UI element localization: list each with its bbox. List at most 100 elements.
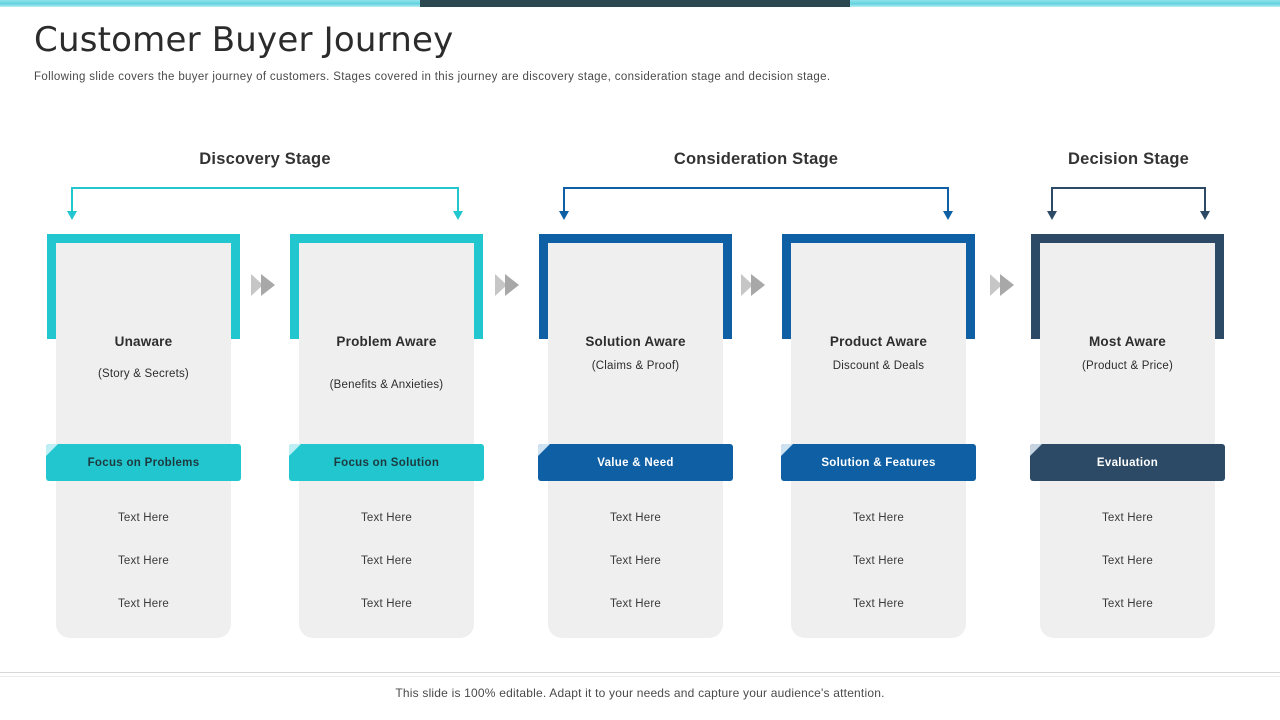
- slide-header: Customer Buyer Journey Following slide c…: [34, 18, 1234, 85]
- card-frame-right: [231, 234, 240, 339]
- bracket-leg-right: [457, 187, 459, 213]
- card-frame-top: [782, 234, 975, 243]
- card-subtitle: (Benefits & Anxieties): [329, 379, 444, 391]
- double-chevron-right-icon: [989, 270, 1021, 300]
- card-ribbon-label: Evaluation: [1096, 456, 1159, 469]
- card-heading: Problem Aware: [336, 334, 437, 349]
- card-frame-top: [539, 234, 732, 243]
- list-item: Text Here: [852, 598, 904, 610]
- list-item: Text Here: [852, 512, 904, 524]
- stage-title: Discovery Stage: [199, 150, 331, 168]
- card-ribbon-banner[interactable]: Focus on Problems: [46, 444, 241, 481]
- card-frame-top: [47, 234, 240, 243]
- list-item: Text Here: [609, 555, 661, 567]
- card-subtitle: (Claims & Proof): [591, 360, 680, 372]
- list-item: Text Here: [117, 512, 169, 524]
- journey-card[interactable]: Problem Aware (Benefits & Anxieties) Focus…: [289, 234, 484, 638]
- card-body: [791, 243, 966, 638]
- card-body: [299, 243, 474, 638]
- card-frame-right: [474, 234, 483, 339]
- card-ribbon-label: Solution & Features: [821, 456, 936, 469]
- footer-note: This slide is 100% editable. Adapt it to…: [395, 686, 885, 700]
- journey-card[interactable]: Solution Aware (Claims & Proof) Value & Ne…: [538, 234, 733, 638]
- card-frame-top: [1031, 234, 1224, 243]
- list-item: Text Here: [360, 598, 412, 610]
- card-subtitle: Discount & Deals: [832, 360, 925, 372]
- bracket-leg-left: [563, 187, 565, 213]
- card-frame-left: [47, 234, 56, 339]
- card-ribbon-label: Focus on Problems: [87, 456, 200, 469]
- list-item: Text Here: [1101, 512, 1153, 524]
- card-heading: Unaware: [114, 334, 173, 349]
- bracket-leg-left: [1051, 187, 1053, 213]
- ribbon-fold-icon: [781, 444, 793, 456]
- list-item: Text Here: [1101, 598, 1153, 610]
- list-item: Text Here: [117, 555, 169, 567]
- ribbon-fold-icon: [538, 444, 550, 456]
- list-item: Text Here: [117, 598, 169, 610]
- card-frame-left: [539, 234, 548, 339]
- card-frame-left: [290, 234, 299, 339]
- ribbon-fold-icon: [46, 444, 58, 456]
- stage-title: Consideration Stage: [673, 150, 839, 168]
- bracket-arrowhead-right-icon: [943, 211, 953, 220]
- bracket-arrowhead-right-icon: [1200, 211, 1210, 220]
- bracket-arrowhead-left-icon: [67, 211, 77, 220]
- stage-bracket: [559, 187, 953, 222]
- card-subtitle: (Story & Secrets): [98, 368, 189, 380]
- card-frame-left: [1031, 234, 1040, 339]
- page-title: Customer Buyer Journey: [34, 20, 454, 60]
- double-chevron-right-icon: [740, 270, 772, 300]
- footer-divider: [0, 672, 1280, 673]
- stage-bracket: [1047, 187, 1210, 222]
- double-chevron-right-icon: [250, 270, 282, 300]
- card-body: [548, 243, 723, 638]
- list-item: Text Here: [609, 512, 661, 524]
- bracket-arrowhead-left-icon: [559, 211, 569, 220]
- card-body: [1040, 243, 1215, 638]
- stage-title: Decision Stage: [1067, 150, 1190, 168]
- bracket-arrowhead-right-icon: [453, 211, 463, 220]
- bracket-rail: [71, 187, 459, 189]
- card-subtitle: (Product & Price): [1082, 360, 1173, 372]
- card-heading: Most Aware: [1088, 334, 1167, 349]
- bracket-leg-right: [947, 187, 949, 213]
- card-body: [56, 243, 231, 638]
- list-item: Text Here: [609, 598, 661, 610]
- card-frame-right: [1215, 234, 1224, 339]
- card-ribbon-banner[interactable]: Solution & Features: [781, 444, 976, 481]
- card-frame-left: [782, 234, 791, 339]
- card-ribbon-banner[interactable]: Focus on Solution: [289, 444, 484, 481]
- card-frame-top: [290, 234, 483, 243]
- double-chevron-right-icon: [494, 270, 526, 300]
- card-heading: Solution Aware: [585, 334, 686, 349]
- top-accent-strip-dark: [420, 0, 850, 7]
- card-ribbon-banner[interactable]: Evaluation: [1030, 444, 1225, 481]
- list-item: Text Here: [1101, 555, 1153, 567]
- list-item: Text Here: [360, 512, 412, 524]
- page-subtitle: Following slide covers the buyer journey…: [34, 71, 831, 83]
- footer-divider-secondary: [0, 676, 1280, 677]
- bracket-leg-right: [1204, 187, 1206, 213]
- card-frame-right: [966, 234, 975, 339]
- bracket-rail: [1051, 187, 1206, 189]
- journey-card[interactable]: Unaware (Story & Secrets) Focus on Problem…: [46, 234, 241, 638]
- bracket-arrowhead-left-icon: [1047, 211, 1057, 220]
- bracket-leg-left: [71, 187, 73, 213]
- card-ribbon-banner[interactable]: Value & Need: [538, 444, 733, 481]
- ribbon-fold-icon: [1030, 444, 1042, 456]
- card-heading: Product Aware: [829, 334, 928, 349]
- card-ribbon-label: Value & Need: [597, 456, 674, 469]
- stage-bracket: [67, 187, 463, 222]
- ribbon-fold-icon: [289, 444, 301, 456]
- card-ribbon-label: Focus on Solution: [333, 456, 440, 469]
- card-frame-right: [723, 234, 732, 339]
- list-item: Text Here: [360, 555, 412, 567]
- list-item: Text Here: [852, 555, 904, 567]
